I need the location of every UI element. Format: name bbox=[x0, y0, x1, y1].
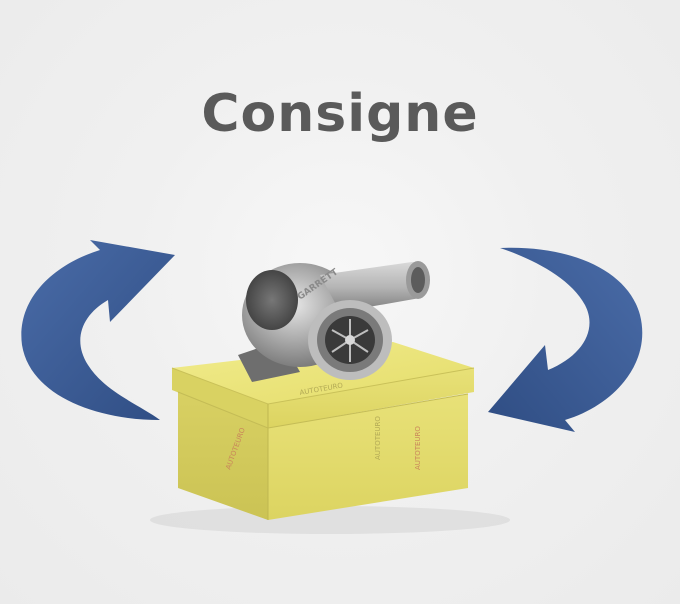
box-shadow bbox=[150, 506, 510, 534]
right-arrow-icon bbox=[488, 247, 643, 432]
left-arrow-icon bbox=[21, 240, 176, 420]
yellow-box: AUTOTEURO AUTOTEURO AUTOTEURO AUTOTEURO bbox=[171, 342, 475, 520]
box-brand-text-side: AUTOTEURO bbox=[374, 416, 382, 460]
turbocharger: GARRETT bbox=[238, 261, 430, 382]
page-title: Consigne bbox=[201, 84, 479, 144]
box-brand-text-side-2: AUTOTEURO bbox=[414, 426, 422, 470]
